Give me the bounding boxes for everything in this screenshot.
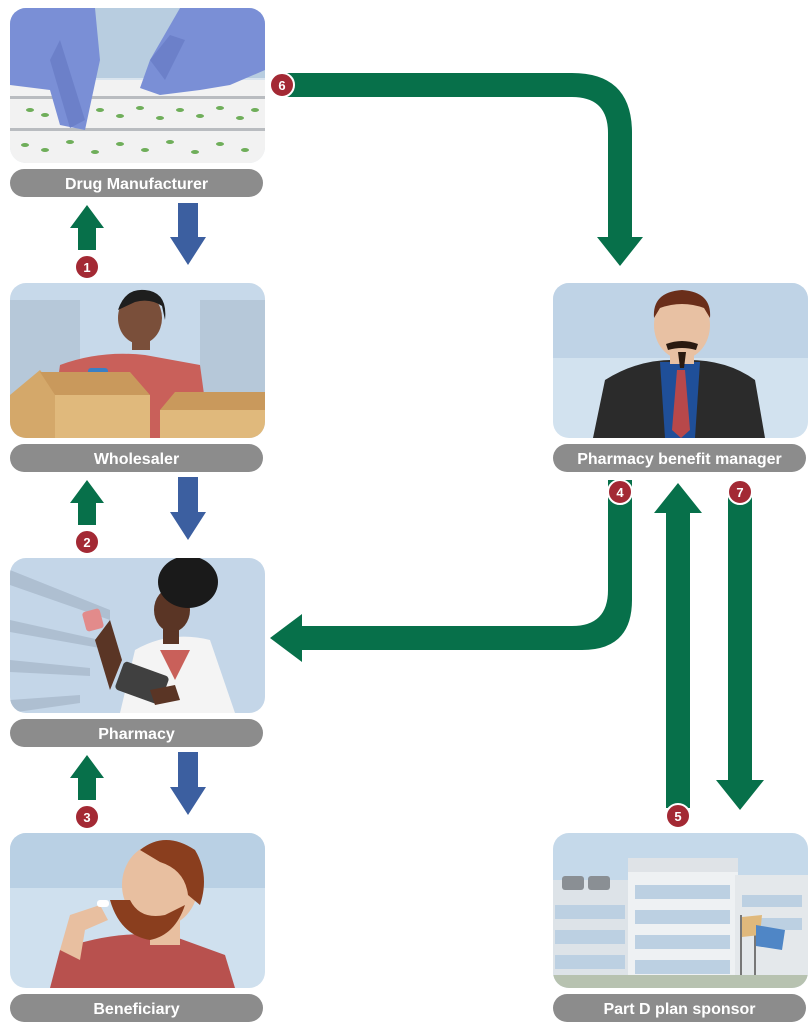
flow-badge-1: 1 [74, 254, 100, 280]
plan-sponsor-label-bg [553, 994, 806, 1022]
flow-5-arrow [654, 483, 702, 808]
svg-text:7: 7 [736, 485, 743, 500]
office-building-icon [553, 833, 808, 988]
pharmacy-label-bg [10, 719, 263, 747]
wholesaler-label: Wholesaler [94, 451, 179, 468]
businessman-icon [553, 283, 808, 438]
payment-arrow-pharmacy-to-wholesaler [70, 480, 104, 525]
pbm-node: Pharmacy benefit manager [553, 283, 808, 472]
payment-arrow-beneficiary-to-pharmacy [70, 755, 104, 800]
flow-badge-2: 2 [74, 529, 100, 555]
drug-manufacturer-label-bg [10, 169, 263, 197]
svg-text:5: 5 [674, 809, 681, 824]
product-arrow-wholesaler-to-pharmacy [170, 477, 206, 540]
flow-6-arrow [282, 73, 643, 266]
svg-text:4: 4 [616, 485, 624, 500]
payment-arrow-wholesaler-to-mfr [70, 205, 104, 250]
wholesaler-label-bg [10, 444, 263, 472]
beneficiary-label-bg [10, 994, 263, 1022]
man-taking-pill-icon [10, 833, 265, 988]
worker-with-boxes-icon [10, 283, 265, 438]
product-arrow-mfr-to-wholesaler [170, 203, 206, 265]
drug-manufacturer-node: Drug Manufacturer [10, 8, 265, 197]
pharmacy-label: Pharmacy [98, 726, 175, 743]
pharmacist-with-tablet-icon [10, 558, 265, 713]
plan-sponsor-label: Part D plan sponsor [603, 1001, 755, 1018]
drug-manufacturer-label: Drug Manufacturer [65, 176, 208, 193]
beneficiary-label: Beneficiary [93, 1001, 179, 1018]
svg-text:1: 1 [83, 260, 90, 275]
svg-text:6: 6 [278, 78, 285, 93]
beneficiary-node: Beneficiary [10, 833, 265, 1022]
flow-badge-7: 7 [727, 479, 753, 505]
svg-text:3: 3 [83, 810, 90, 825]
flow-4-arrow [270, 480, 632, 662]
gloved-hands-pill-tray-icon [10, 8, 265, 163]
flow-badge-5: 5 [665, 803, 691, 829]
svg-text:2: 2 [83, 535, 90, 550]
pbm-label-bg [553, 444, 806, 472]
flow-badge-6: 6 [269, 72, 295, 98]
flow-badge-4: 4 [607, 479, 633, 505]
plan-sponsor-node: Part D plan sponsor [553, 833, 808, 1022]
flow-badge-3: 3 [74, 804, 100, 830]
wholesaler-node: Wholesaler [10, 283, 265, 472]
product-arrow-pharmacy-to-beneficiary [170, 752, 206, 815]
pbm-label: Pharmacy benefit manager [577, 451, 782, 468]
pharmacy-node: Pharmacy [10, 558, 265, 747]
flow-7-arrow [716, 488, 764, 810]
